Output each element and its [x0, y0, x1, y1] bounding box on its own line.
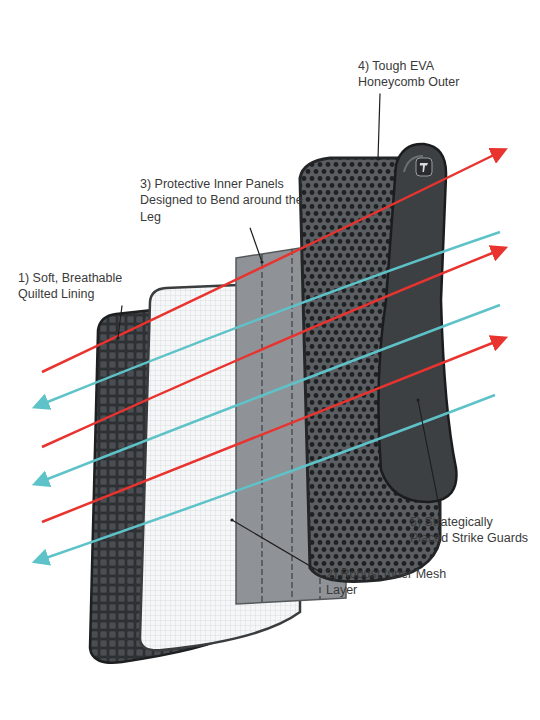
leader-dot — [230, 518, 233, 521]
air-arrow — [40, 305, 500, 482]
heat-arrows — [42, 152, 500, 522]
leader-dot — [416, 398, 419, 401]
leader-line — [418, 400, 440, 511]
brand-logo — [416, 158, 432, 176]
leader-dot — [260, 260, 263, 263]
leader-dot — [376, 157, 379, 160]
callout-label: 2) Robust Inner Mesh Layer — [326, 566, 458, 599]
callout-label: 4) Tough EVA Honeycomb Outer — [358, 58, 470, 91]
leader-line — [232, 520, 322, 573]
leader-dot — [116, 336, 119, 339]
leader-line — [118, 306, 122, 339]
leader-line — [250, 228, 262, 262]
strike-guard — [378, 144, 456, 502]
heat-arrow — [42, 152, 500, 372]
callout-label: 1) Soft, Breathable Quilted Lining — [18, 270, 140, 303]
air-arrow — [40, 232, 500, 405]
heat-arrow — [42, 340, 500, 522]
callout-label: 5) Strategically Placed Strike Guards — [410, 514, 534, 547]
leader-line — [378, 94, 380, 160]
callout-label: 3) Protective Inner Panels Designed to B… — [140, 176, 305, 225]
